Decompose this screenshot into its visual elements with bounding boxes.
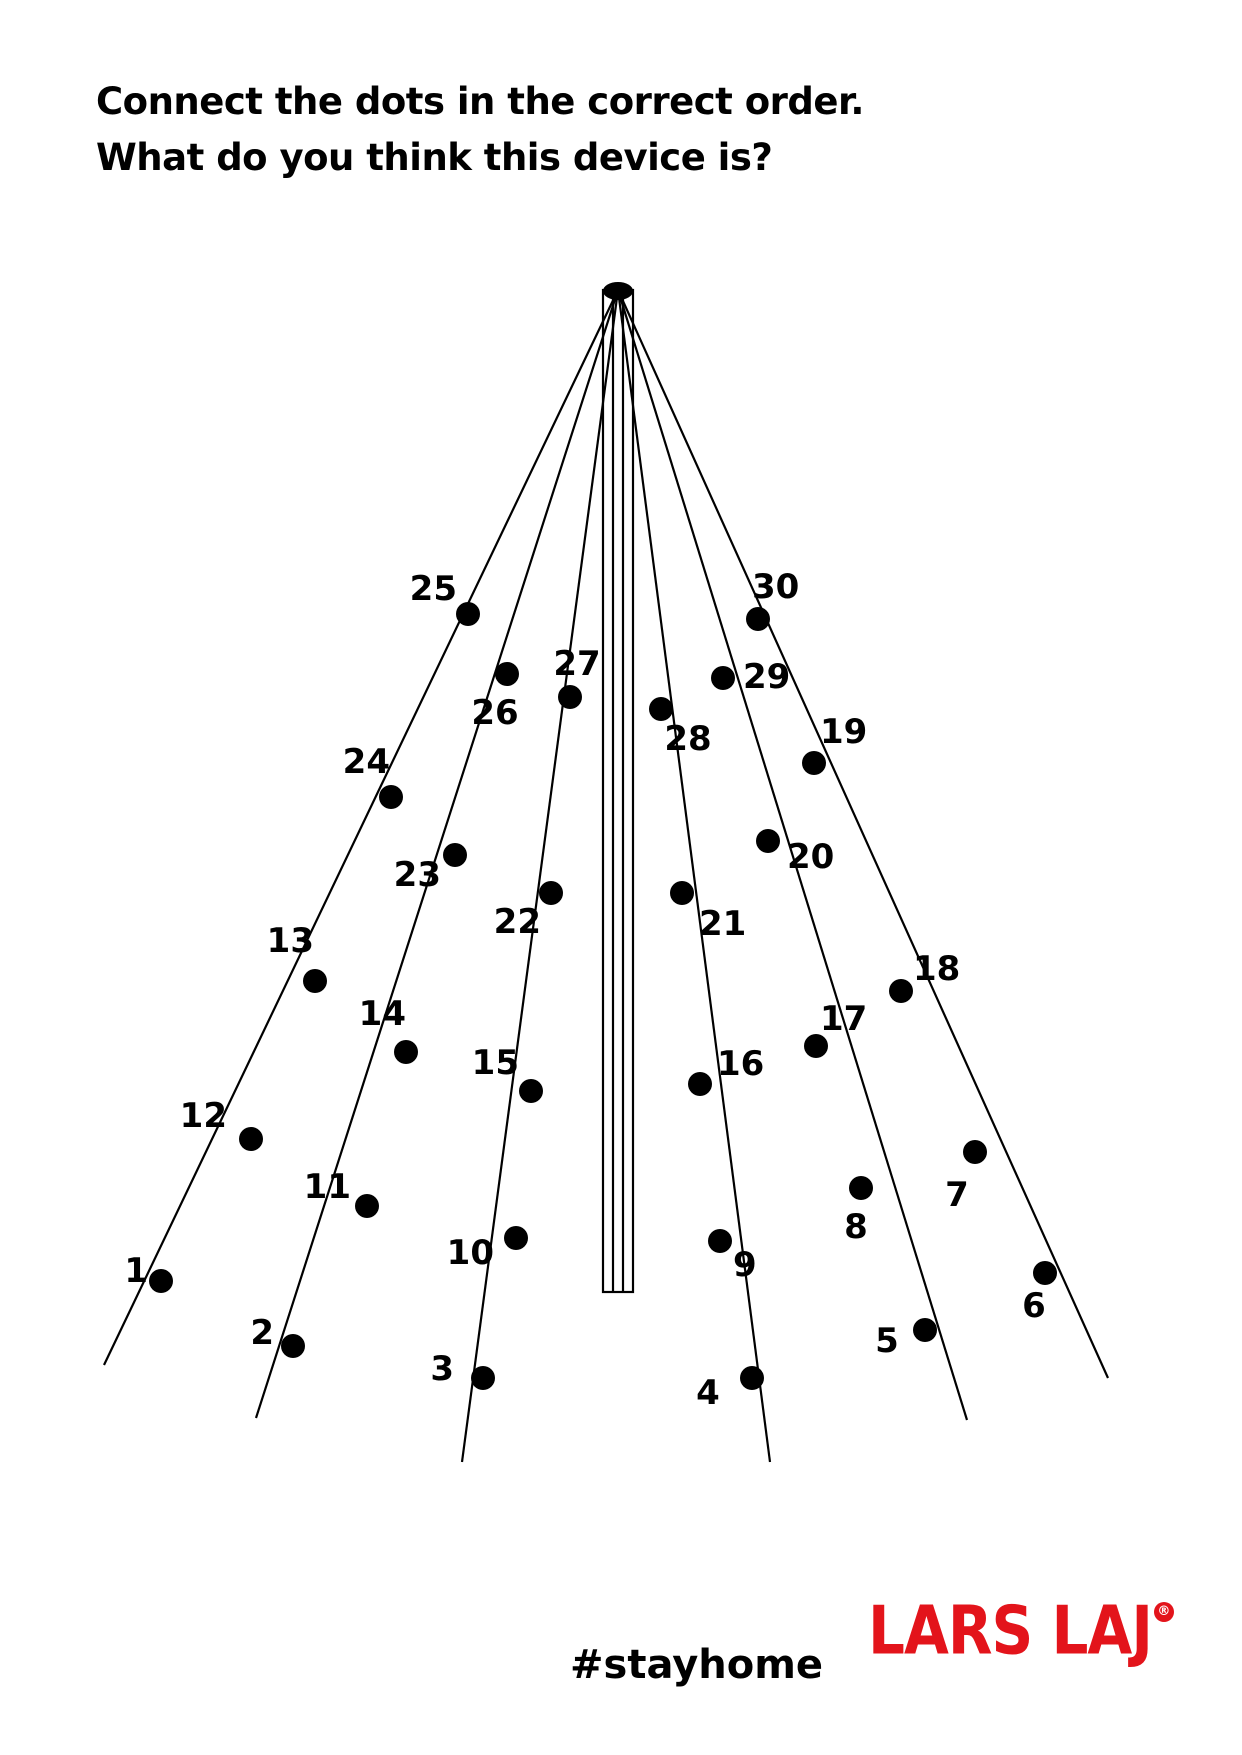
dot-2: [281, 1334, 305, 1358]
dot-label-23: 23: [394, 855, 441, 895]
string-line: [103, 289, 619, 1366]
dot-label-14: 14: [359, 994, 406, 1034]
dot-label-29: 29: [743, 657, 790, 697]
dot-label-16: 16: [717, 1044, 764, 1084]
registered-mark-icon: ®: [1153, 1602, 1174, 1622]
puzzle-dots: [149, 602, 1057, 1390]
string-line: [616, 289, 969, 1421]
dot-19: [802, 751, 826, 775]
dot-label-15: 15: [472, 1043, 519, 1083]
dot-label-2: 2: [250, 1313, 274, 1353]
dot-10: [504, 1226, 528, 1250]
dot-label-10: 10: [447, 1233, 494, 1273]
dot-label-9: 9: [733, 1245, 757, 1285]
dot-label-22: 22: [494, 902, 541, 942]
dot-28: [649, 697, 673, 721]
puzzle-strings: [103, 289, 1110, 1463]
dot-label-24: 24: [343, 742, 390, 782]
dot-label-8: 8: [844, 1207, 868, 1247]
dot-15: [519, 1079, 543, 1103]
dot-label-12: 12: [180, 1096, 227, 1136]
dot-20: [756, 829, 780, 853]
dot-25: [456, 602, 480, 626]
dot-label-13: 13: [267, 921, 314, 961]
dot-21: [670, 881, 694, 905]
dot-1: [149, 1269, 173, 1293]
dot-label-4: 4: [696, 1373, 720, 1413]
lars-laj-logo: LARS LAJ ®: [868, 1591, 1174, 1682]
dot-18: [889, 979, 913, 1003]
dot-label-6: 6: [1022, 1286, 1046, 1326]
dot-label-26: 26: [471, 693, 518, 733]
instructions-heading: Connect the dots in the correct order. W…: [96, 74, 864, 186]
dot-17: [804, 1034, 828, 1058]
dot-label-17: 17: [820, 999, 867, 1039]
dot-9: [708, 1229, 732, 1253]
string-line: [616, 289, 772, 1463]
dot-label-20: 20: [787, 837, 834, 877]
puzzle-pole: [601, 288, 635, 1294]
instruction-line-1: Connect the dots in the correct order.: [96, 80, 864, 123]
dot-label-27: 27: [553, 644, 600, 684]
dot-6: [1033, 1261, 1057, 1285]
string-line: [460, 289, 620, 1463]
dot-label-18: 18: [913, 949, 960, 989]
dot-label-7: 7: [945, 1175, 969, 1215]
dot-30: [746, 607, 770, 631]
string-line: [254, 289, 620, 1419]
dot-3: [471, 1366, 495, 1390]
dot-12: [239, 1127, 263, 1151]
instruction-line-2: What do you think this device is?: [96, 136, 773, 179]
dot-label-11: 11: [304, 1167, 351, 1207]
dot-16: [688, 1072, 712, 1096]
dot-24: [379, 785, 403, 809]
dot-label-25: 25: [410, 569, 457, 609]
hashtag-text: #stayhome: [570, 1642, 824, 1688]
string-line: [616, 289, 1110, 1379]
dot-11: [355, 1194, 379, 1218]
dot-label-19: 19: [820, 712, 867, 752]
dot-8: [849, 1176, 873, 1200]
dot-7: [963, 1140, 987, 1164]
dot-22: [539, 881, 563, 905]
logo-wordmark: LARS LAJ: [868, 1591, 1153, 1670]
dot-5: [913, 1318, 937, 1342]
dot-label-3: 3: [430, 1349, 454, 1389]
dot-label-5: 5: [875, 1321, 899, 1361]
pole-outline: [601, 288, 635, 1294]
dot-29: [711, 666, 735, 690]
dot-label-21: 21: [699, 904, 746, 944]
dot-13: [303, 969, 327, 993]
pole-top-cap: [603, 282, 633, 300]
dot-label-28: 28: [664, 719, 711, 759]
dot-label-1: 1: [124, 1251, 148, 1291]
dot-4: [740, 1366, 764, 1390]
dot-27: [558, 685, 582, 709]
dot-label-30: 30: [752, 567, 799, 607]
dot-14: [394, 1040, 418, 1064]
dot-26: [495, 662, 519, 686]
dot-23: [443, 843, 467, 867]
